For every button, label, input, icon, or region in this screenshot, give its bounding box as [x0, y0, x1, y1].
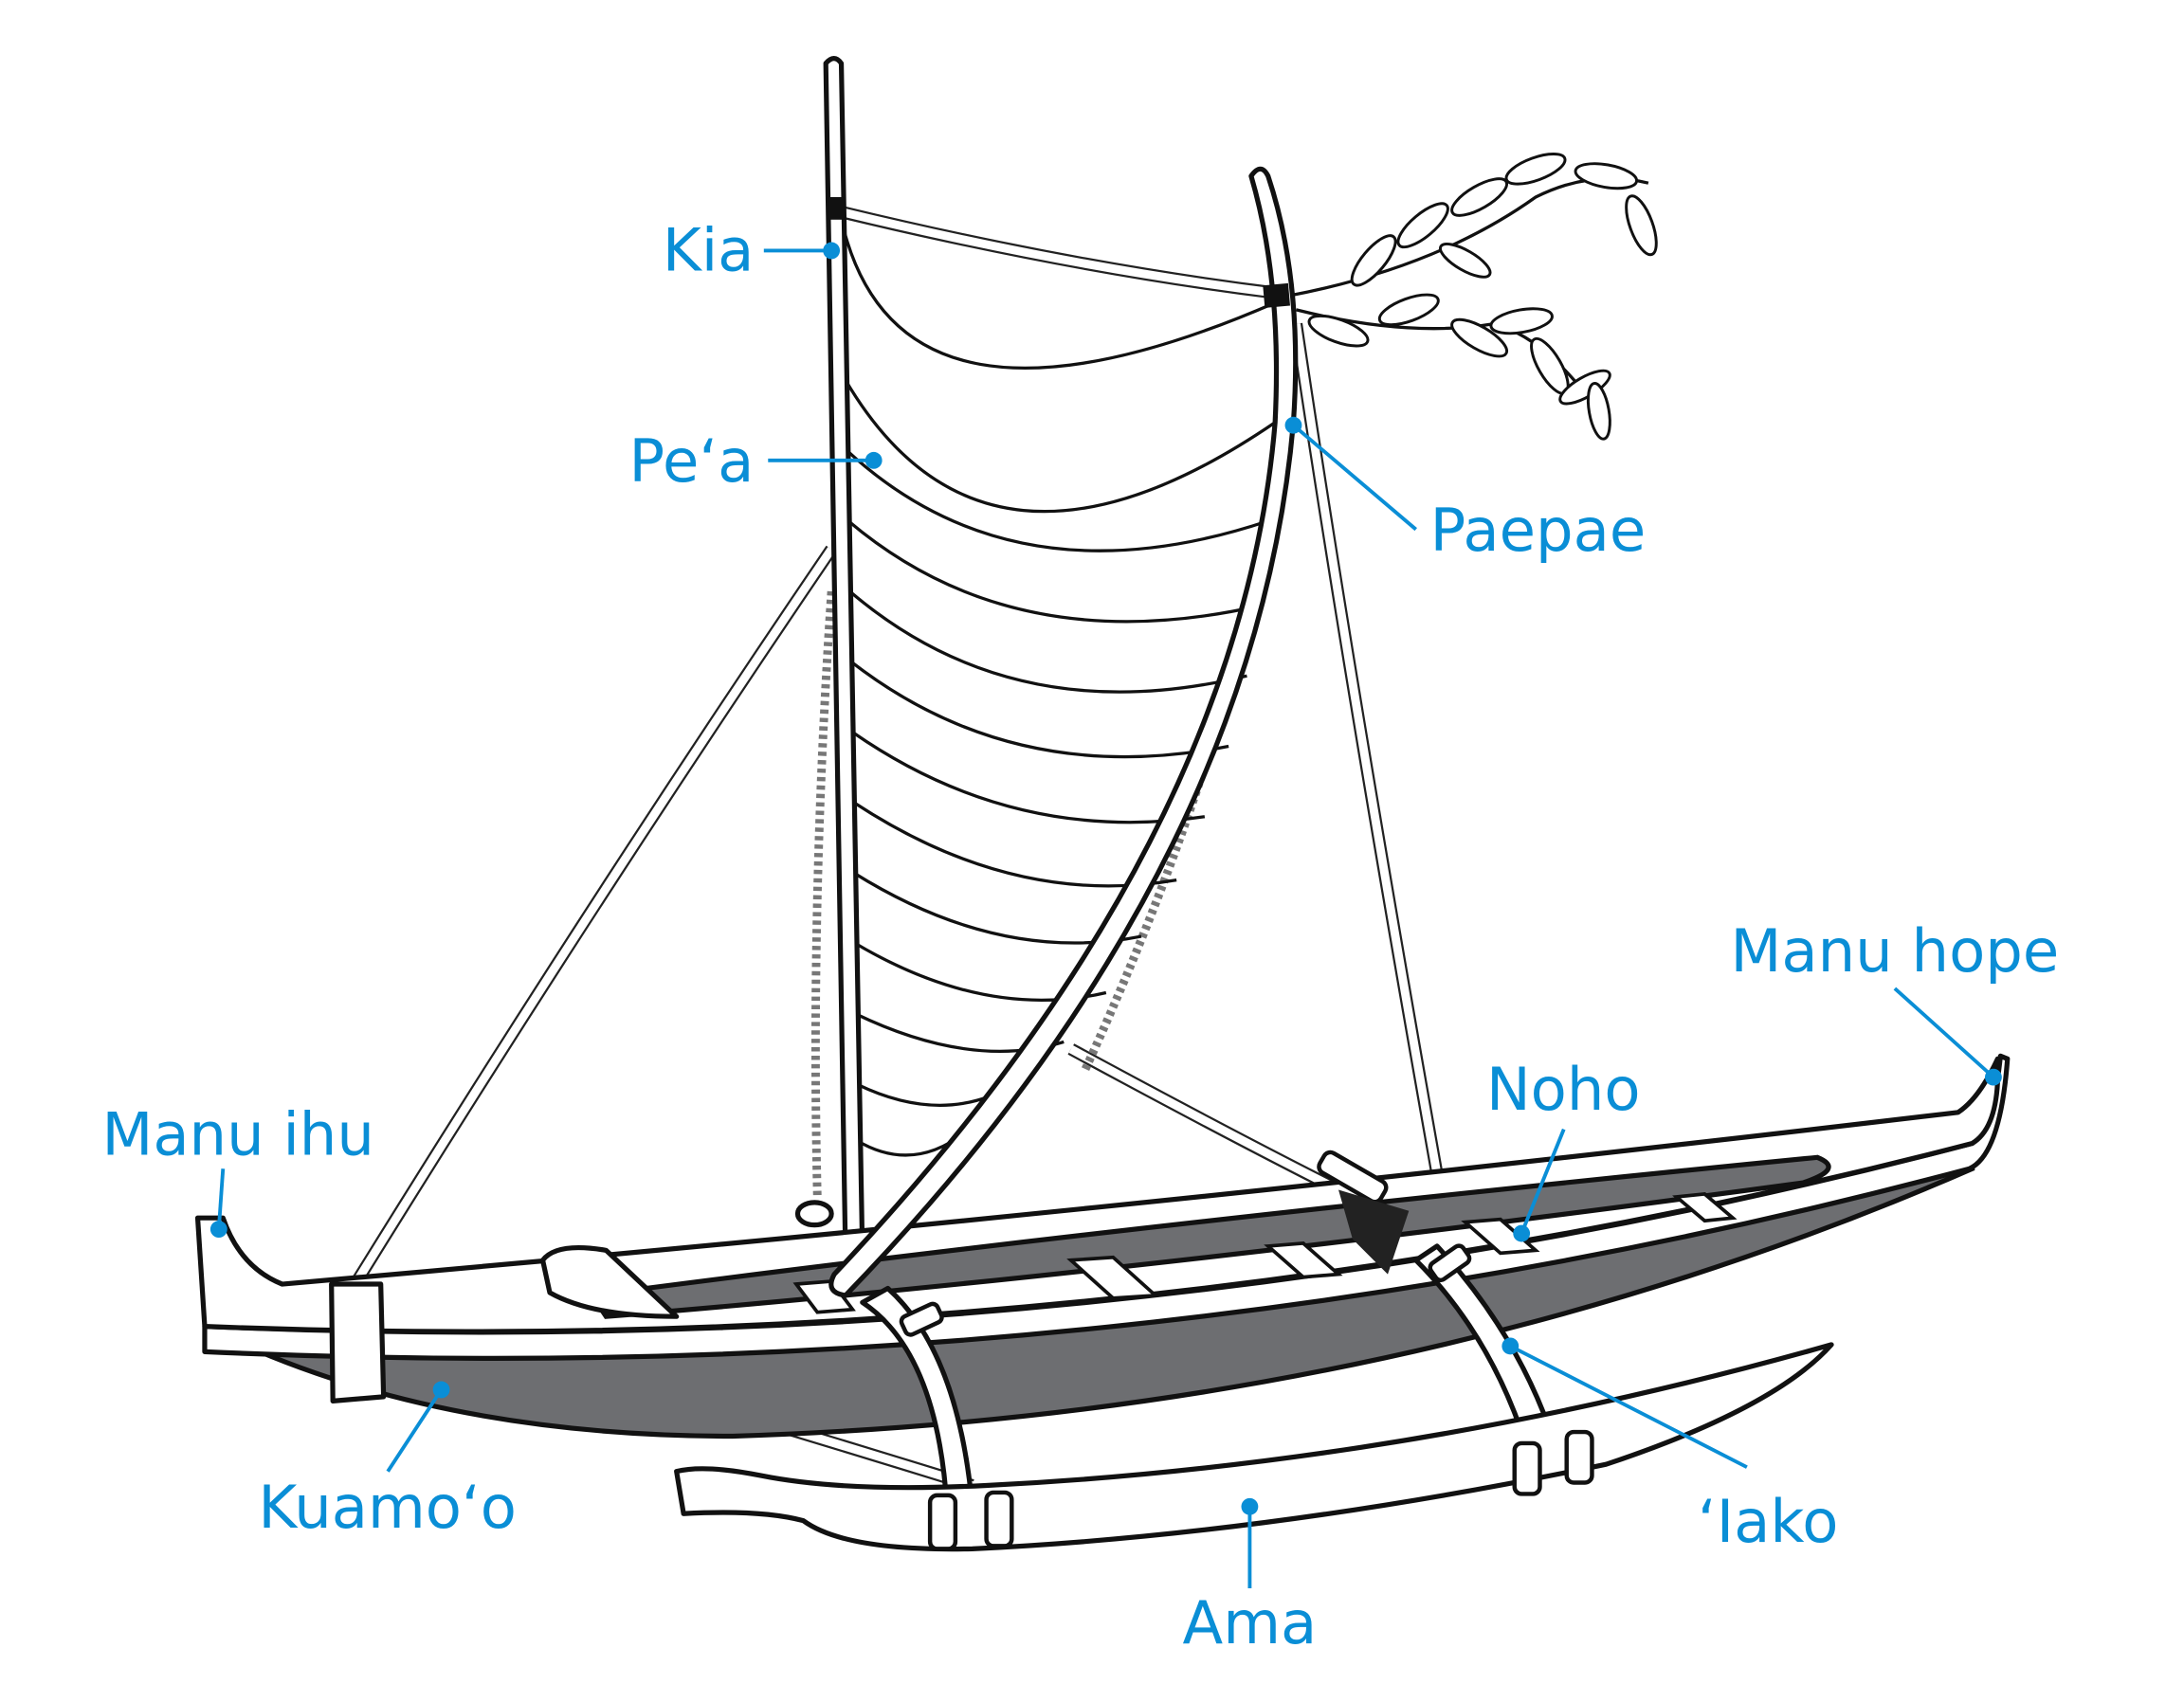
label-kia: Kia [663, 215, 841, 284]
label-manu-ihu-text: Manu ihu [101, 1099, 373, 1168]
thwarts [792, 1192, 1738, 1314]
label-kuamoo: Kuamo‘o [258, 1381, 517, 1542]
boom-paepae [828, 166, 1299, 1298]
label-noho: Noho [1486, 1055, 1641, 1242]
label-pea: Pe‘a [629, 426, 883, 496]
label-iako: ‘Iako [1502, 1337, 1839, 1556]
label-paepae-text: Paepae [1430, 496, 1647, 565]
label-manu-hope-text: Manu hope [1731, 916, 2060, 986]
label-ama-text: Ama [1183, 1588, 1318, 1657]
label-pea-text: Pe‘a [629, 426, 755, 496]
outrigger [674, 1150, 1834, 1552]
ti-leaf-branch [1288, 153, 1658, 441]
label-paepae: Paepae [1284, 416, 1647, 565]
label-kuamoo-text: Kuamo‘o [258, 1473, 517, 1542]
float-ama [674, 1342, 1834, 1552]
mast-lashing [828, 197, 845, 220]
mast-kia [823, 56, 865, 1258]
label-noho-text: Noho [1486, 1055, 1641, 1124]
label-manu-hope: Manu hope [1731, 916, 2060, 1086]
label-iako-text: ‘Iako [1698, 1487, 1839, 1556]
label-kia-text: Kia [663, 215, 754, 284]
label-ama: Ama [1183, 1497, 1318, 1657]
hull-interior [588, 1154, 1831, 1319]
label-manu-ihu: Manu ihu [101, 1099, 374, 1239]
boom-lashing [1263, 282, 1290, 308]
seat-noho-front [539, 1244, 680, 1319]
